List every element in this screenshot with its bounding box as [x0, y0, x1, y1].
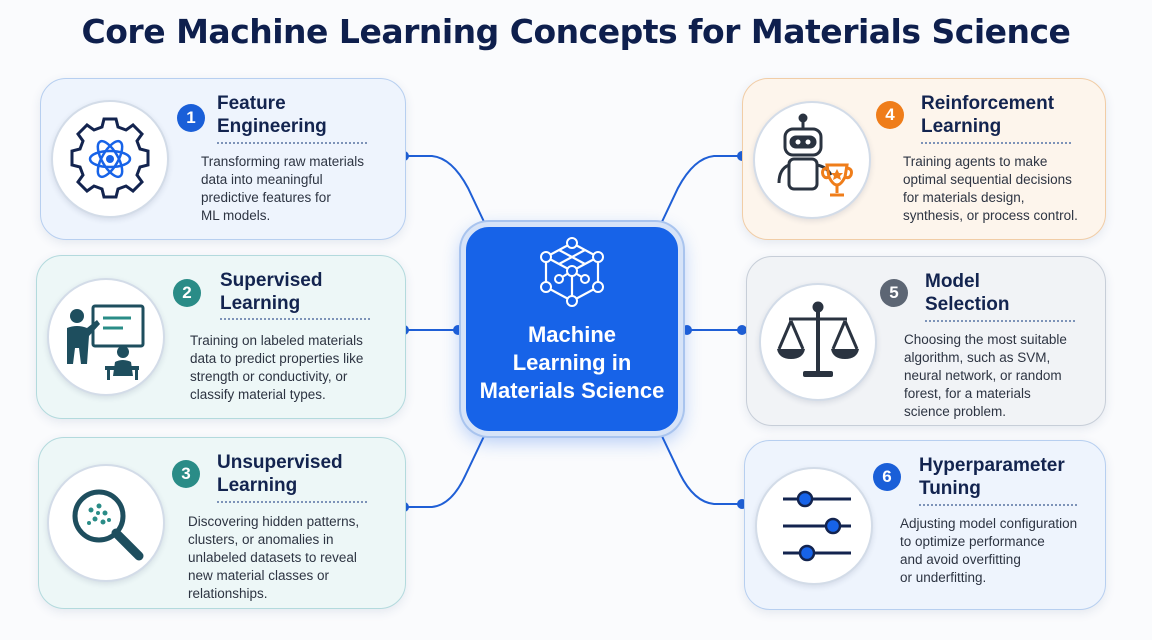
card-description: Discovering hidden patterns, clusters, o… — [188, 514, 360, 601]
card-supervised-learning: 2 Supervised Learning Training on labele… — [36, 255, 406, 419]
card-title: Hyperparameter Tuning — [919, 455, 1065, 499]
card-title: Reinforcement Learning — [921, 93, 1055, 137]
dotted-separator — [217, 501, 367, 503]
robot-trophy-icon — [753, 101, 871, 219]
card-unsupervised-learning: 3 Unsupervised Learning Discovering hidd… — [38, 437, 406, 609]
step-badge: 5 — [880, 279, 908, 307]
dotted-separator — [925, 320, 1075, 322]
gear-atom-icon — [51, 100, 169, 218]
card-description: Adjusting model configuration to optimiz… — [900, 516, 1078, 585]
step-badge: 6 — [873, 463, 901, 491]
card-feature-engineering: 1 Feature Engineering Transforming raw m… — [40, 78, 406, 240]
dotted-separator — [220, 318, 370, 320]
card-title: Unsupervised Learning — [217, 452, 343, 496]
card-title: Supervised Learning — [220, 270, 323, 314]
dotted-separator — [921, 142, 1071, 144]
step-badge: 2 — [173, 279, 201, 307]
step-badge: 3 — [172, 460, 200, 488]
card-title: Model Selection — [925, 271, 1010, 315]
dotted-separator — [217, 142, 367, 144]
balance-scale-icon — [759, 283, 877, 401]
magnifier-clusters-icon — [47, 464, 165, 582]
center-hub: Machine Learning in Materials Science — [461, 222, 683, 436]
card-description: Transforming raw materials data into mea… — [201, 154, 365, 223]
step-badge: 1 — [177, 104, 205, 132]
card-description: Training on labeled materials data to pr… — [190, 333, 364, 402]
page-title: Core Machine Learning Concepts for Mater… — [81, 12, 1071, 51]
crystal-lattice-icon — [540, 237, 604, 307]
card-description: Training agents to make optimal sequenti… — [903, 154, 1078, 223]
card-title: Feature Engineering — [217, 93, 327, 137]
card-reinforcement-learning: 4 Reinforcement Learning Training agents… — [742, 78, 1106, 240]
dotted-separator — [919, 504, 1077, 506]
teacher-student-icon — [47, 278, 165, 396]
center-title: Machine Learning in Materials Science — [479, 322, 665, 403]
card-model-selection: 5 Model Selection Choosing the most suit… — [746, 256, 1106, 426]
step-badge: 4 — [876, 101, 904, 129]
card-description: Choosing the most suitable algorithm, su… — [904, 332, 1067, 419]
card-hyperparameter-tuning: 6 Hyperparameter Tuning Adjusting model … — [744, 440, 1106, 610]
sliders-icon — [755, 467, 873, 585]
